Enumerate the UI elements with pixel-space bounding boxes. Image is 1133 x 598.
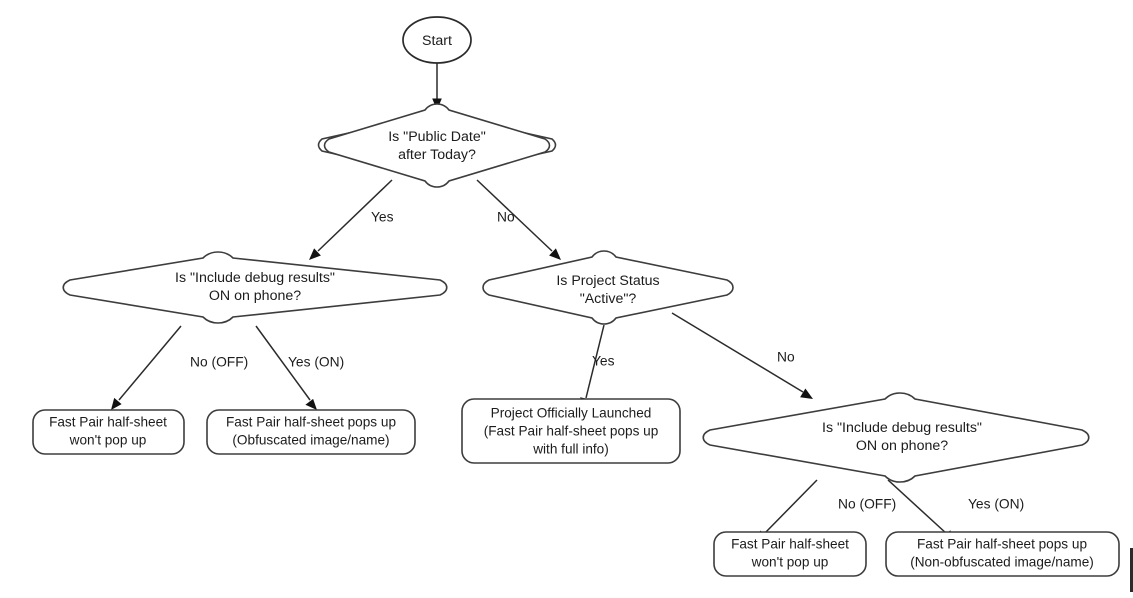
edge-label-debug-left-on: Yes (ON): [288, 355, 344, 370]
edge-label-debug-right-off: No (OFF): [838, 497, 896, 512]
node-debug-right-line1: Is "Include debug results": [822, 420, 982, 436]
right-edge-artifact: [1130, 548, 1133, 592]
node-result-right-off-line1: Fast Pair half-sheet: [731, 537, 849, 552]
edge-label-debug-right-on: Yes (ON): [968, 497, 1024, 512]
edge-label-public-date-no: No: [497, 210, 515, 225]
node-project-status-line1: Is Project Status: [556, 273, 659, 289]
node-public-date-line2: after Today?: [398, 147, 476, 163]
node-debug-left-line1: Is "Include debug results": [175, 270, 335, 286]
edge-label-debug-left-off: No (OFF): [190, 355, 248, 370]
node-result-right-on-line2: (Non-obfuscated image/name): [910, 555, 1094, 570]
node-start-label: Start: [422, 33, 452, 49]
edge-debug-left-off: [111, 325, 182, 410]
node-project-status-line2: "Active"?: [580, 291, 637, 307]
node-result-launched-line2: (Fast Pair half-sheet pops up: [484, 424, 659, 439]
edge-public-date-yes: [309, 179, 393, 260]
node-project-status-decision[interactable]: Is Project Status "Active"?: [482, 250, 734, 325]
node-result-right-off[interactable]: Fast Pair half-sheet won't pop up: [713, 531, 867, 577]
node-debug-left-decision[interactable]: Is "Include debug results" ON on phone?: [62, 251, 448, 324]
node-result-right-on-line1: Fast Pair half-sheet pops up: [917, 537, 1087, 552]
node-result-left-off[interactable]: Fast Pair half-sheet won't pop up: [32, 409, 185, 455]
edge-label-project-status-no: No: [777, 350, 795, 365]
node-result-left-on-line1: Fast Pair half-sheet pops up: [226, 415, 396, 430]
node-result-right-on[interactable]: Fast Pair half-sheet pops up (Non-obfusc…: [885, 531, 1120, 577]
node-result-left-off-line2: won't pop up: [69, 433, 147, 448]
node-public-date-decision[interactable]: Is "Public Date" after Today?: [317, 103, 557, 188]
edge-label-project-status-yes: Yes: [592, 354, 615, 369]
node-result-launched-line3: with full info): [532, 442, 609, 457]
edge-project-status-no: [671, 312, 813, 399]
edge-start-to-public-date: [432, 63, 442, 110]
edge-label-public-date-yes: Yes: [371, 210, 394, 225]
node-debug-left-line2: ON on phone?: [209, 288, 301, 304]
node-start[interactable]: Start: [402, 16, 472, 64]
node-public-date-line1: Is "Public Date": [388, 129, 486, 145]
node-result-left-on[interactable]: Fast Pair half-sheet pops up (Obfuscated…: [206, 409, 416, 455]
node-debug-right-decision[interactable]: Is "Include debug results" ON on phone?: [702, 392, 1090, 483]
edge-public-date-no: [476, 179, 561, 260]
node-result-right-off-line2: won't pop up: [751, 555, 829, 570]
node-debug-right-line2: ON on phone?: [856, 438, 948, 454]
node-result-left-off-line1: Fast Pair half-sheet: [49, 415, 167, 430]
node-result-launched-line1: Project Officially Launched: [491, 406, 652, 421]
node-result-left-on-line2: (Obfuscated image/name): [232, 433, 389, 448]
node-result-launched[interactable]: Project Officially Launched (Fast Pair h…: [461, 398, 681, 464]
edge-debug-left-on: [255, 325, 317, 410]
